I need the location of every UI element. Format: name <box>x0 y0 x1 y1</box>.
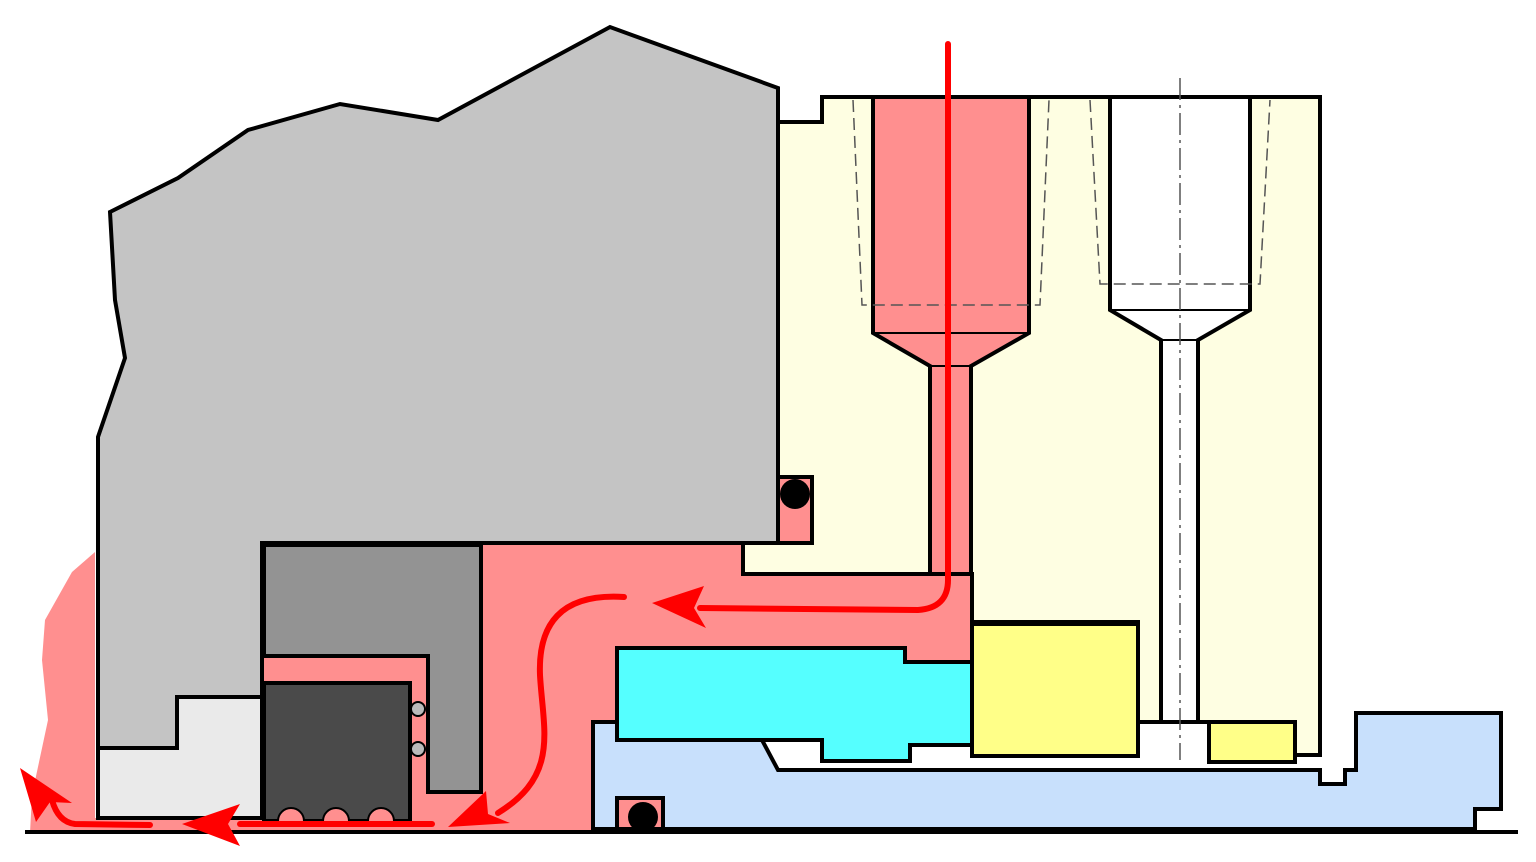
set-screw-collar <box>1207 720 1297 764</box>
flow-arrowhead <box>182 804 240 846</box>
flow-exit-to-atmosphere <box>49 797 153 828</box>
gland-oring <box>780 479 810 509</box>
rotating-seal-face <box>970 622 1140 758</box>
flow-arrowhead <box>652 586 706 628</box>
seal-insert <box>262 681 412 823</box>
flush-flow-arrows <box>20 41 951 846</box>
insert-spring-coils <box>277 701 426 822</box>
spring-coil <box>367 807 395 822</box>
flow-arrowhead <box>448 791 510 827</box>
spring-coil <box>410 741 426 757</box>
plugged-port-thread-hidden-line <box>1089 99 1271 285</box>
spring-coil <box>322 807 350 822</box>
flow-along-seal-faces-to-chamber <box>495 593 627 816</box>
flow-arrowhead <box>20 768 72 822</box>
flow-inlet-through-flush-port <box>697 41 951 613</box>
stationary-seal-face <box>615 646 974 763</box>
seal-cover <box>262 543 483 794</box>
spring-coil <box>410 701 426 717</box>
spring-coil <box>277 807 305 822</box>
sleeve-oring <box>628 802 658 832</box>
